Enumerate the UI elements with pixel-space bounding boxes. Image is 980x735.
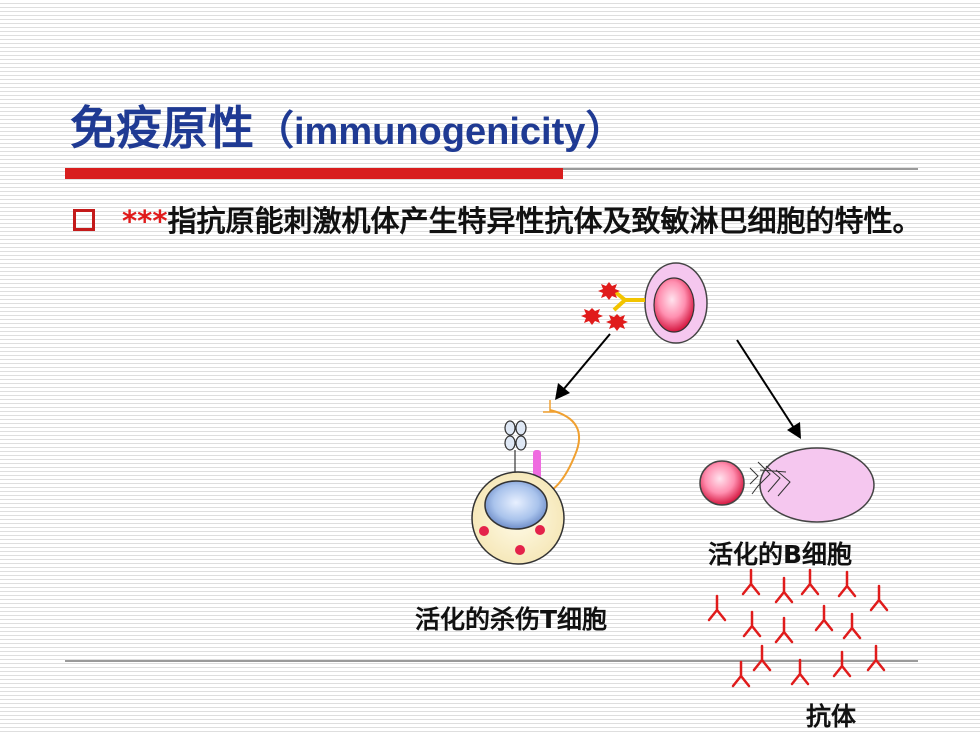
activated-t-cell	[471, 400, 580, 565]
arrow-to-b-cell-icon	[736, 339, 801, 439]
antibody-icon	[842, 612, 862, 640]
receptor-icon	[612, 289, 645, 312]
granule	[535, 525, 545, 535]
antibody-icon	[869, 584, 889, 612]
antibody-icon	[741, 568, 761, 596]
antibody-group	[707, 568, 889, 688]
title-underline-red	[65, 168, 563, 179]
title-paren-close: ）	[585, 109, 626, 153]
bullet-checkbox-icon	[73, 209, 95, 231]
slide-title: 免疫原性（immunogenicity）	[70, 92, 625, 158]
antibody-icon	[707, 594, 727, 622]
antibody-icon	[800, 568, 820, 596]
bullet-definition: 指抗原能刺激机体产生特异性抗体及致敏淋巴细胞的特性。	[167, 204, 922, 238]
antibody-icon	[814, 604, 834, 632]
granule	[515, 545, 525, 555]
antibody-icon	[774, 616, 794, 644]
t-cell-receptor-arc	[549, 409, 580, 491]
antibody-icon	[742, 610, 762, 638]
mhc-molecule-icon	[504, 420, 527, 478]
bullet-text: ***指抗原能刺激机体产生特异性抗体及致敏淋巴细胞的特性。	[122, 200, 922, 242]
label-activated-t-cell: 活化的杀伤T细胞	[415, 605, 608, 634]
footer-line	[65, 660, 918, 662]
b-cell-body	[759, 447, 875, 523]
antibody-icon	[866, 644, 886, 672]
t-cell-nucleus	[484, 480, 548, 530]
antibody-icon	[790, 658, 810, 686]
title-paren-open: （	[254, 109, 294, 153]
title-english: immunogenicity	[294, 111, 586, 153]
arrow-to-t-cell-icon	[555, 333, 611, 400]
label-activated-b-cell: 活化的B细胞	[708, 540, 853, 569]
antibody-icon	[752, 644, 772, 672]
cd8-marker	[533, 450, 541, 480]
title-underline-gray	[563, 168, 918, 170]
antigen-burst-icon	[598, 282, 620, 300]
lymphocyte-top	[581, 262, 708, 344]
bullet-stars: ***	[122, 204, 168, 238]
granule	[479, 526, 489, 536]
antibody-icon	[832, 650, 852, 678]
label-antibody: 抗体	[806, 702, 857, 731]
endoplasmic-reticulum-icon	[749, 461, 791, 497]
b-cell-nucleus	[699, 460, 745, 506]
antigen-burst-icon	[581, 308, 603, 325]
antibody-icon	[837, 570, 857, 598]
lymphocyte-nucleus	[653, 277, 695, 333]
title-chinese: 免疫原性	[70, 101, 254, 155]
antibody-icon	[731, 660, 751, 688]
activated-b-cell	[699, 447, 875, 523]
antibody-icon	[774, 576, 794, 604]
antigen-burst-icon	[606, 314, 628, 331]
